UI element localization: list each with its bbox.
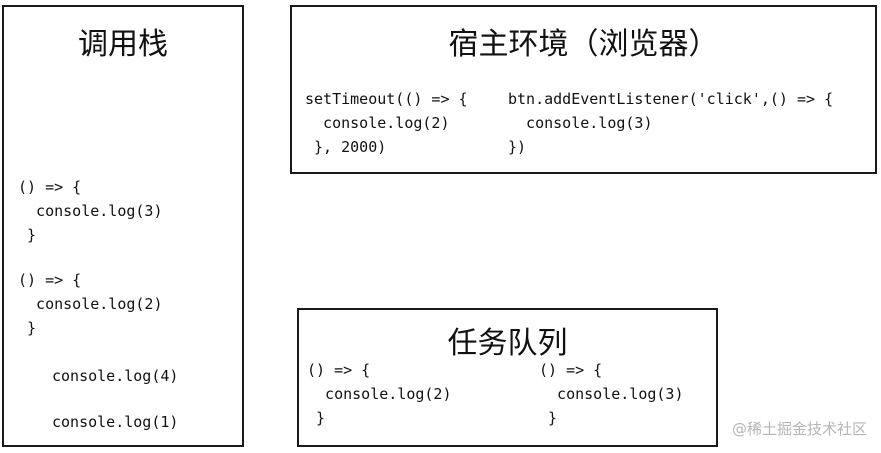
- host-environment-box: 宿主环境（浏览器） setTimeout(() => { console.log…: [290, 5, 877, 174]
- task-queue-box: 任务队列 () => { console.log(2) } () => { co…: [297, 308, 718, 447]
- code-line: console.log(2): [307, 385, 452, 403]
- call-stack-frame-callback-2: () => { console.log(2) }: [18, 268, 163, 340]
- code-line: console.log(2): [305, 114, 450, 132]
- code-line: }: [539, 409, 558, 427]
- task-queue-item-2: () => { console.log(3) }: [539, 358, 684, 430]
- host-environment-title: 宿主环境（浏览器）: [448, 27, 719, 62]
- code-line: console.log(4): [52, 367, 179, 385]
- code-line: () => {: [307, 361, 371, 379]
- code-line: }: [307, 409, 326, 427]
- settimeout-code: setTimeout(() => { console.log(2) }, 200…: [305, 87, 468, 159]
- call-stack-title: 调用栈: [78, 27, 168, 62]
- code-line: }: [18, 226, 37, 244]
- code-line: }: [18, 319, 37, 337]
- code-line: () => {: [18, 271, 82, 289]
- code-line: console.log(3): [18, 202, 163, 220]
- event-listener-code: btn.addEventListener('click',() => { con…: [508, 87, 833, 159]
- task-queue-title: 任务队列: [447, 326, 568, 361]
- code-line: () => {: [539, 361, 603, 379]
- watermark: @稀土掘金技术社区: [731, 420, 867, 438]
- code-line: console.log(1): [52, 413, 179, 431]
- code-line: }, 2000): [305, 138, 387, 156]
- code-line: console.log(3): [539, 385, 684, 403]
- call-stack-frame-log-1: console.log(1): [52, 410, 178, 434]
- call-stack-frame-callback-3: () => { console.log(3) }: [18, 175, 163, 247]
- code-line: }): [508, 138, 527, 156]
- code-line: btn.addEventListener('click',() => {: [508, 90, 834, 108]
- call-stack-frame-log-4: console.log(4): [52, 364, 178, 388]
- code-line: console.log(2): [18, 295, 163, 313]
- task-queue-item-1: () => { console.log(2) }: [307, 358, 452, 430]
- code-line: console.log(3): [508, 114, 653, 132]
- call-stack-box: 调用栈 () => { console.log(3) } () => { con…: [2, 5, 244, 447]
- code-line: () => {: [18, 178, 82, 196]
- code-line: setTimeout(() => {: [305, 90, 468, 108]
